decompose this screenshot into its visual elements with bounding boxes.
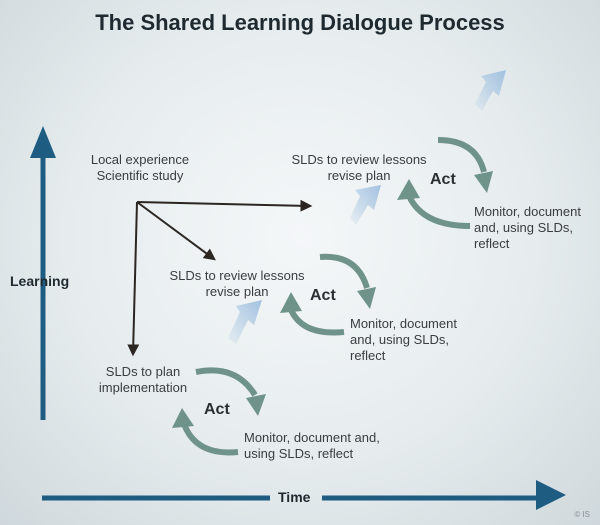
cycle-3-top-arrow (437, 137, 487, 173)
cycle-1-plan-line-2: implementation (98, 380, 188, 395)
cycle-3-plan-line-1: SLDs to review lessons (291, 152, 427, 167)
transition-arrows (228, 70, 506, 344)
origin-arrows (127, 199, 313, 357)
cycle-3-monitor-line-3: reflect (474, 236, 510, 251)
cycle-1-monitor-line-1: Monitor, document and, (244, 430, 380, 445)
time-axis-label: Time (278, 489, 311, 505)
cycle-3-monitor-line-2: and, using SLDs, (474, 220, 574, 235)
cycle-3-plan-line-2: revise plan (327, 168, 391, 183)
cycle-2-plan-line-2: revise plan (205, 284, 269, 299)
cycle-2-monitor-line-1: Monitor, document (350, 316, 457, 331)
cycle-1-top-arrowhead (246, 394, 266, 416)
cycle-3-arrows (397, 137, 493, 229)
learning-axis-arrowhead (30, 126, 56, 158)
cycle-1-bottom-arrow (181, 422, 239, 456)
cycle-3-monitor-text: Monitor, document and, using SLDs, refle… (474, 204, 581, 252)
arrow-origin-to-cycle-3 (136, 199, 313, 212)
cycle-2-bottom-arrowhead (280, 292, 302, 313)
time-axis-arrowhead (536, 480, 566, 510)
cycle-2-bottom-arrow (288, 308, 345, 336)
cycle-2-monitor-text: Monitor, document and, using SLDs, refle… (350, 316, 457, 364)
cycle-1-act-label: Act (204, 401, 230, 418)
time-axis (42, 480, 566, 510)
origin-text: Local experience Scientific study (84, 152, 196, 184)
cycle-2-top-arrowhead (357, 287, 376, 309)
learning-axis-label: Learning (10, 273, 70, 289)
cycle-2-plan-text: SLDs to review lessons revise plan (162, 268, 312, 300)
learning-axis (30, 126, 56, 420)
cycle-3-act-label: Act (430, 171, 456, 188)
cycle-1-plan-line-1: SLDs to plan (105, 364, 181, 379)
cycle-2-plan-line-1: SLDs to review lessons (169, 268, 305, 283)
copyright-mark: © IS (574, 510, 590, 519)
origin-text-line-2: Scientific study (96, 168, 184, 183)
cycle-1-arrows (172, 367, 266, 456)
cycle-1-top-arrow (195, 367, 258, 397)
cycle-2-monitor-line-3: reflect (350, 348, 386, 363)
cycle-1-plan-text: SLDs to plan implementation (88, 364, 198, 396)
cycle-2-act-label: Act (310, 287, 336, 304)
cycle-3-bottom-arrow (406, 194, 471, 229)
transition-arrow-3 (475, 70, 506, 111)
cycle-3-monitor-line-1: Monitor, document (474, 204, 581, 219)
origin-text-line-1: Local experience (90, 152, 190, 167)
transition-arrow-2 (350, 185, 381, 225)
cycle-2-monitor-line-2: and, using SLDs, (350, 332, 450, 347)
arrow-origin-to-cycle-2 (136, 201, 216, 261)
cycle-1-monitor-line-2: using SLDs, reflect (244, 446, 354, 461)
cycle-1-monitor-text: Monitor, document and, using SLDs, refle… (244, 430, 380, 462)
arrow-origin-to-cycle-1 (127, 201, 140, 357)
diagram-title: The Shared Learning Dialogue Process (95, 10, 505, 35)
cycle-3-top-arrowhead (474, 171, 493, 193)
cycle-3-plan-text: SLDs to review lessons revise plan (284, 152, 434, 184)
cycle-1-bottom-arrowhead (172, 408, 194, 428)
transition-arrow-1 (228, 300, 262, 344)
cycle-2-top-arrow (319, 253, 370, 289)
cycle-3-bottom-arrowhead (397, 179, 420, 200)
cycle-2-arrows (280, 253, 376, 336)
